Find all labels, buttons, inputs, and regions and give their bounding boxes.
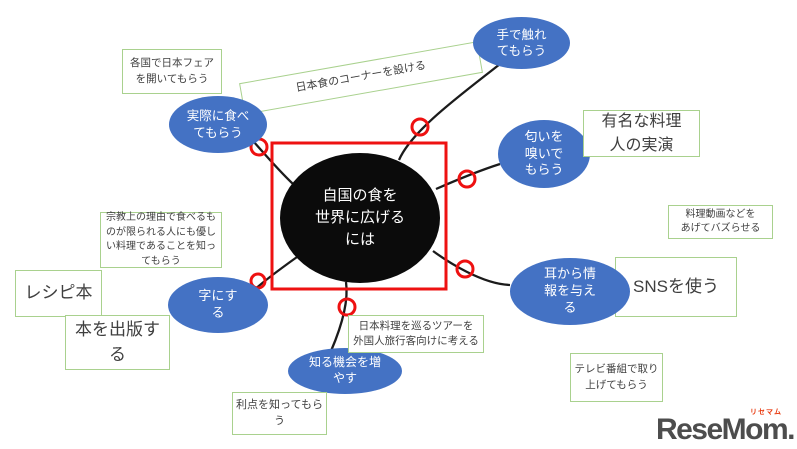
box-text-line: SNSを使う: [633, 276, 719, 296]
central-topic-line: 自国の食を: [322, 187, 398, 205]
box-text-line: 各国で日本フェア: [130, 57, 214, 70]
node-text-line: 匂いを: [524, 128, 564, 144]
highlight-circle-touch: [410, 117, 430, 137]
box-recipe-book: レシピ本: [15, 270, 102, 317]
box-text-line: 本を出版す: [75, 319, 160, 339]
node-text-line: てもらう: [193, 125, 243, 140]
highlight-circle-know: [337, 297, 357, 317]
box-text-line: を開いてもらう: [135, 72, 209, 85]
box-text-line: レシピ本: [24, 283, 93, 303]
resemom-logo-period: .: [787, 413, 795, 446]
box-text-line: 外国人旅行客向けに考える: [353, 335, 479, 347]
node-text-line: 実際に食べ: [186, 109, 250, 124]
box-text-line: う: [274, 414, 285, 427]
box-japan-fair: 各国で日本フェア を開いてもらう: [122, 49, 222, 94]
box-text-line: 利点を知ってもら: [236, 398, 323, 411]
node-put-in-writing: 字にす る: [168, 277, 268, 333]
resemom-logo: リセマム ReseMom.: [655, 409, 796, 446]
node-text-line: 耳から情: [543, 266, 596, 282]
box-text-line: い料理であることを知っ: [106, 241, 216, 252]
node-text-line: る: [563, 299, 577, 315]
node-smell: 匂いを 嗅いで もらう: [498, 120, 590, 188]
box-text-line: のが限られる人にも優し: [106, 226, 216, 238]
box-use-sns: SNSを使う: [615, 257, 737, 317]
node-actually-eat: 実際に食べ てもらう: [169, 96, 267, 153]
node-text-line: 字にす: [198, 288, 238, 304]
box-text-line: る: [109, 344, 126, 364]
box-text-line: 有名な料理: [601, 113, 682, 131]
node-text-line: 報を与え: [543, 283, 596, 299]
box-text-line: あげてバズらせる: [680, 223, 761, 234]
central-topic-ellipse: 自国の食を 世界に広げる には: [280, 153, 440, 283]
highlight-rectangle: [270, 141, 448, 291]
central-topic-line: 世界に広げる: [314, 209, 405, 227]
box-text-line: 日本料理を巡るツアーを: [358, 319, 474, 332]
connector-smell: [435, 162, 501, 191]
node-text-line: てもらう: [496, 44, 547, 58]
box-text-line: テレビ番組で取り: [574, 363, 659, 376]
box-famous-chef-demo: 有名な料理 人の実演: [583, 110, 700, 157]
box-cooking-videos: 料理動画などを あげてバズらせる: [668, 205, 773, 239]
node-text-line: る: [211, 305, 225, 320]
box-publish-book: 本を出版す る: [65, 315, 170, 370]
box-text-line: 上げてもらう: [585, 378, 648, 391]
node-text-line: 知る機会を増: [308, 355, 381, 370]
box-food-tour: 日本料理を巡るツアーを 外国人旅行客向けに考える: [348, 315, 484, 353]
node-text-line: 手で触れ: [496, 27, 547, 42]
highlight-circle-smell: [457, 169, 477, 189]
connector-know: [329, 281, 348, 352]
box-text-line: 人の実演: [609, 136, 674, 154]
connector-touch: [397, 63, 501, 161]
box-text-line: 宗教上の理由で食べるも: [106, 212, 216, 223]
box-tv-program: テレビ番組で取り 上げてもらう: [570, 353, 663, 402]
node-hear-information: 耳から情 報を与え る: [510, 258, 630, 325]
node-increase-chances-to-know: 知る機会を増 やす: [288, 348, 402, 394]
box-religion-friendly: 宗教上の理由で食べるも のが限られる人にも優し い料理であることを知っ てもらう: [100, 212, 222, 268]
node-text-line: やす: [332, 371, 357, 385]
box-know-merits: 利点を知ってもら う: [232, 392, 327, 435]
resemom-logo-text: ReseMom: [655, 413, 789, 446]
box-text-line: 料理動画などを: [685, 208, 756, 220]
node-text-line: もらう: [524, 162, 564, 178]
resemom-logo-ruby: リセマム: [750, 409, 782, 416]
central-topic-line: には: [344, 230, 375, 248]
highlight-circle-ear: [455, 259, 475, 279]
connector-ear: [432, 250, 511, 287]
node-text-line: 嗅いで: [524, 145, 564, 161]
node-touch-by-hand: 手で触れ てもらう: [473, 17, 570, 69]
box-text-line: てもらう: [141, 255, 181, 267]
